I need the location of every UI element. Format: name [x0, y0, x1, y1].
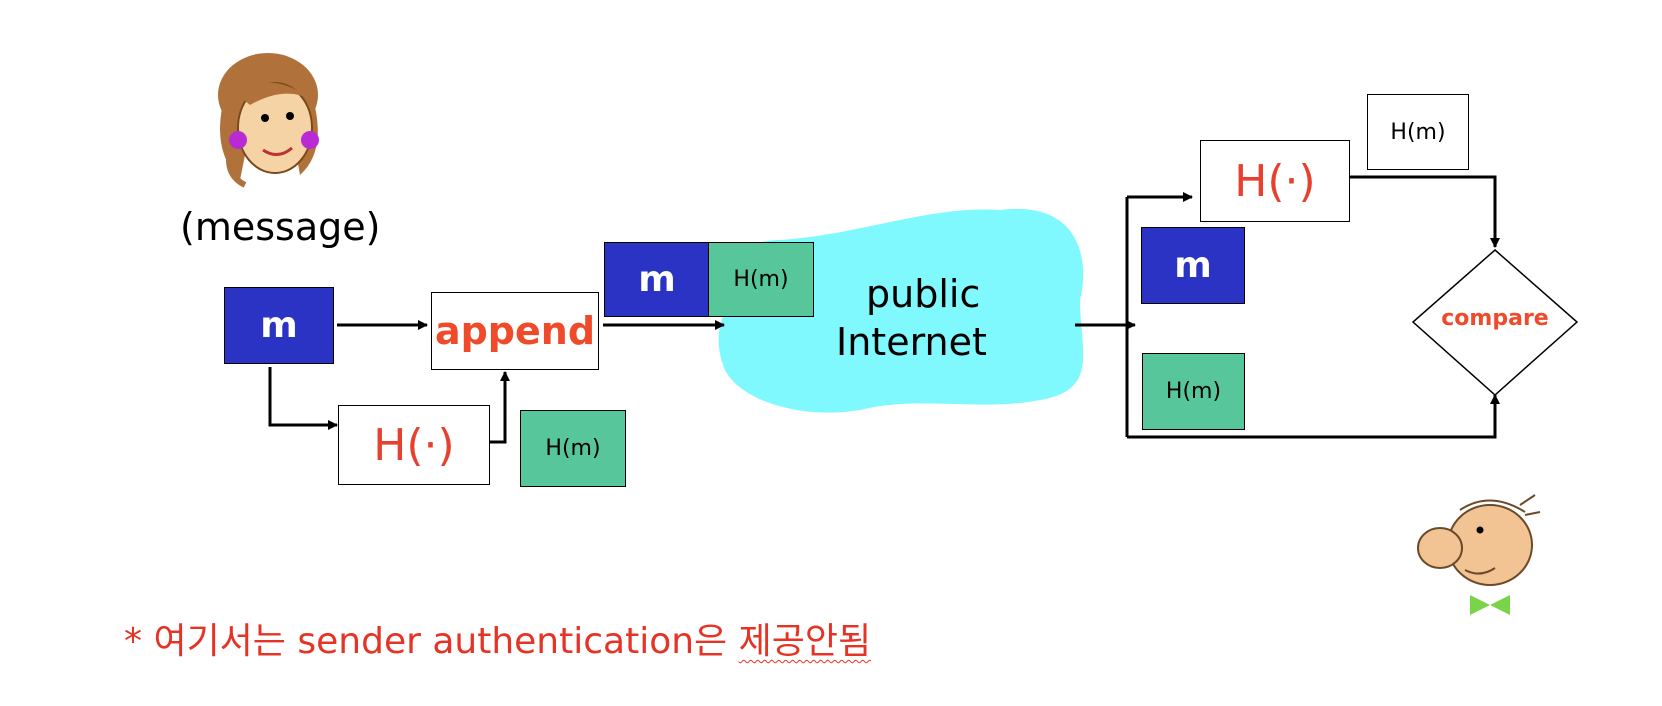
receiver-computed-hash-box: H(m) — [1367, 94, 1469, 170]
append-box: append — [431, 292, 599, 370]
compare-label: compare — [1441, 306, 1549, 331]
sender-message-box: m — [224, 287, 334, 364]
receiver-arrows — [1075, 175, 1500, 439]
sender-arrows — [268, 320, 725, 444]
sender-hash-function-box: H(·) — [338, 405, 490, 485]
packet-hash-value-box: H(m) — [708, 242, 814, 317]
receiver-hash-value-box: H(m) — [1142, 353, 1245, 430]
internet-label-line2: Internet — [836, 320, 987, 364]
alice-cartoon-icon — [218, 53, 319, 188]
footnote-underlined-text: 제공안됨 — [738, 621, 872, 662]
compare-diamond — [1411, 249, 1579, 397]
footnote: * 여기서는 sender authentication은 제공안됨 — [124, 612, 871, 664]
receiver-hash-function-box: H(·) — [1200, 140, 1350, 222]
internet-label-line1: public — [866, 272, 981, 316]
sender-hash-value-box: H(m) — [520, 410, 626, 487]
footnote-text: * 여기서는 sender authentication은 — [124, 621, 739, 662]
message-label: (message) — [180, 205, 381, 249]
bob-cartoon-icon — [1417, 494, 1541, 615]
receiver-message-box: m — [1141, 227, 1245, 304]
packet-message-box: m — [604, 242, 710, 317]
